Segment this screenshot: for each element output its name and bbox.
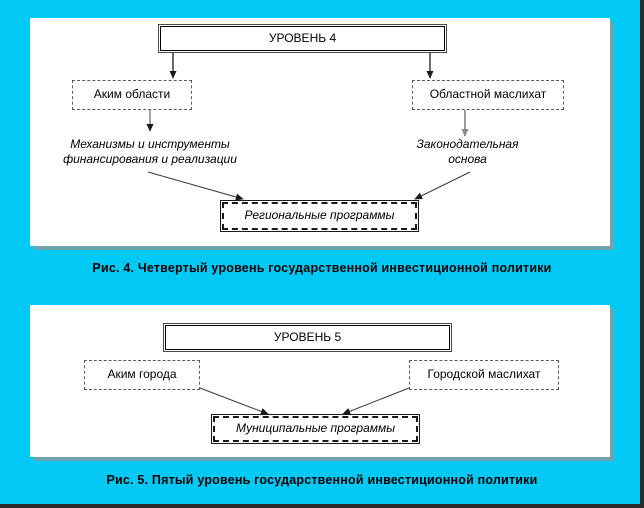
node-gorodskoy-maslikhat: Городской маслихат — [409, 360, 559, 390]
node-regionalnye-programmy: Региональные программы — [222, 202, 417, 230]
node-akim-goroda: Аким города — [84, 360, 200, 390]
node-akim-oblasti: Аким области — [72, 80, 192, 110]
label-zakonodatelnaya-line-1: Законодательная — [416, 137, 519, 151]
node-oblastnoy-maslikhat: Областной маслихат — [412, 80, 564, 110]
label-zakonodatelnaya: Законодательная основа — [395, 137, 540, 167]
level-5-box: УРОВЕНЬ 5 — [165, 325, 450, 350]
level-4-box: УРОВЕНЬ 4 — [160, 26, 445, 51]
figure-5-caption: Рис. 5. Пятый уровень государственной ин… — [106, 473, 538, 487]
label-mehanizmy: Механизмы и инструменты финансирования и… — [30, 137, 270, 167]
figure-4-caption: Рис. 4. Четвертый уровень государственно… — [92, 261, 552, 275]
node-municipalnye-programmy: Муниципальные программы — [213, 416, 418, 442]
label-mehanizmy-line-1: Механизмы и инструменты — [70, 137, 230, 151]
label-mehanizmy-line-2: финансирования и реализации — [63, 152, 237, 166]
label-zakonodatelnaya-line-2: основа — [448, 152, 487, 166]
